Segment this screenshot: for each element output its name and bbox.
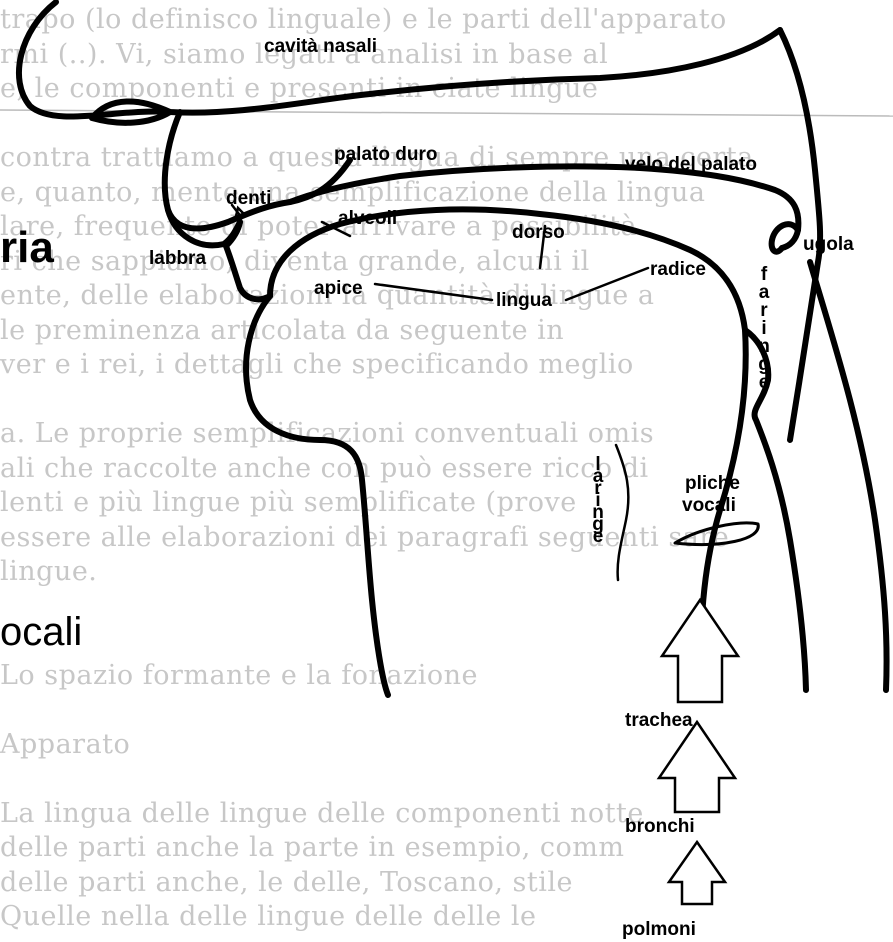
- label-dorso: dorso: [512, 222, 565, 243]
- airflow-arrow-middle: [659, 722, 735, 812]
- label-bronchi: bronchi: [625, 816, 695, 837]
- pointer-apice: [375, 284, 492, 300]
- label-ugola: ugola: [803, 234, 854, 255]
- laringe-bracket: [616, 445, 628, 580]
- slide-fragment-bottom: ocali: [0, 610, 82, 654]
- label-cavita-nasali: cavità nasali: [264, 36, 377, 57]
- slide-fragment-top: ria: [0, 223, 54, 272]
- label-denti: denti: [226, 188, 271, 209]
- airflow-arrow-bottom: [669, 842, 725, 904]
- label-palato-duro: palato duro: [334, 144, 437, 165]
- label-trachea: trachea: [625, 710, 693, 731]
- label-velo-del-palato: velo del palato: [625, 154, 757, 175]
- lower-lip-outline: [226, 246, 270, 299]
- label-labbra: labbra: [149, 248, 206, 269]
- label-polmoni: polmoni: [622, 919, 696, 940]
- pointer-radice: [566, 268, 648, 300]
- teeth-outline: [226, 222, 240, 246]
- airflow-arrow-top: [662, 600, 738, 702]
- label-alveoli: alveoli: [338, 208, 397, 229]
- posterior-pharynx-wall: [810, 262, 887, 690]
- faringe-letter: e: [759, 372, 770, 393]
- label-lingua: lingua: [496, 290, 552, 311]
- jaw-outline: [246, 296, 388, 695]
- label-apice: apice: [314, 278, 363, 299]
- palate-outline: [165, 112, 350, 228]
- label-radice: radice: [650, 259, 706, 280]
- laringe-letter: e: [593, 526, 604, 547]
